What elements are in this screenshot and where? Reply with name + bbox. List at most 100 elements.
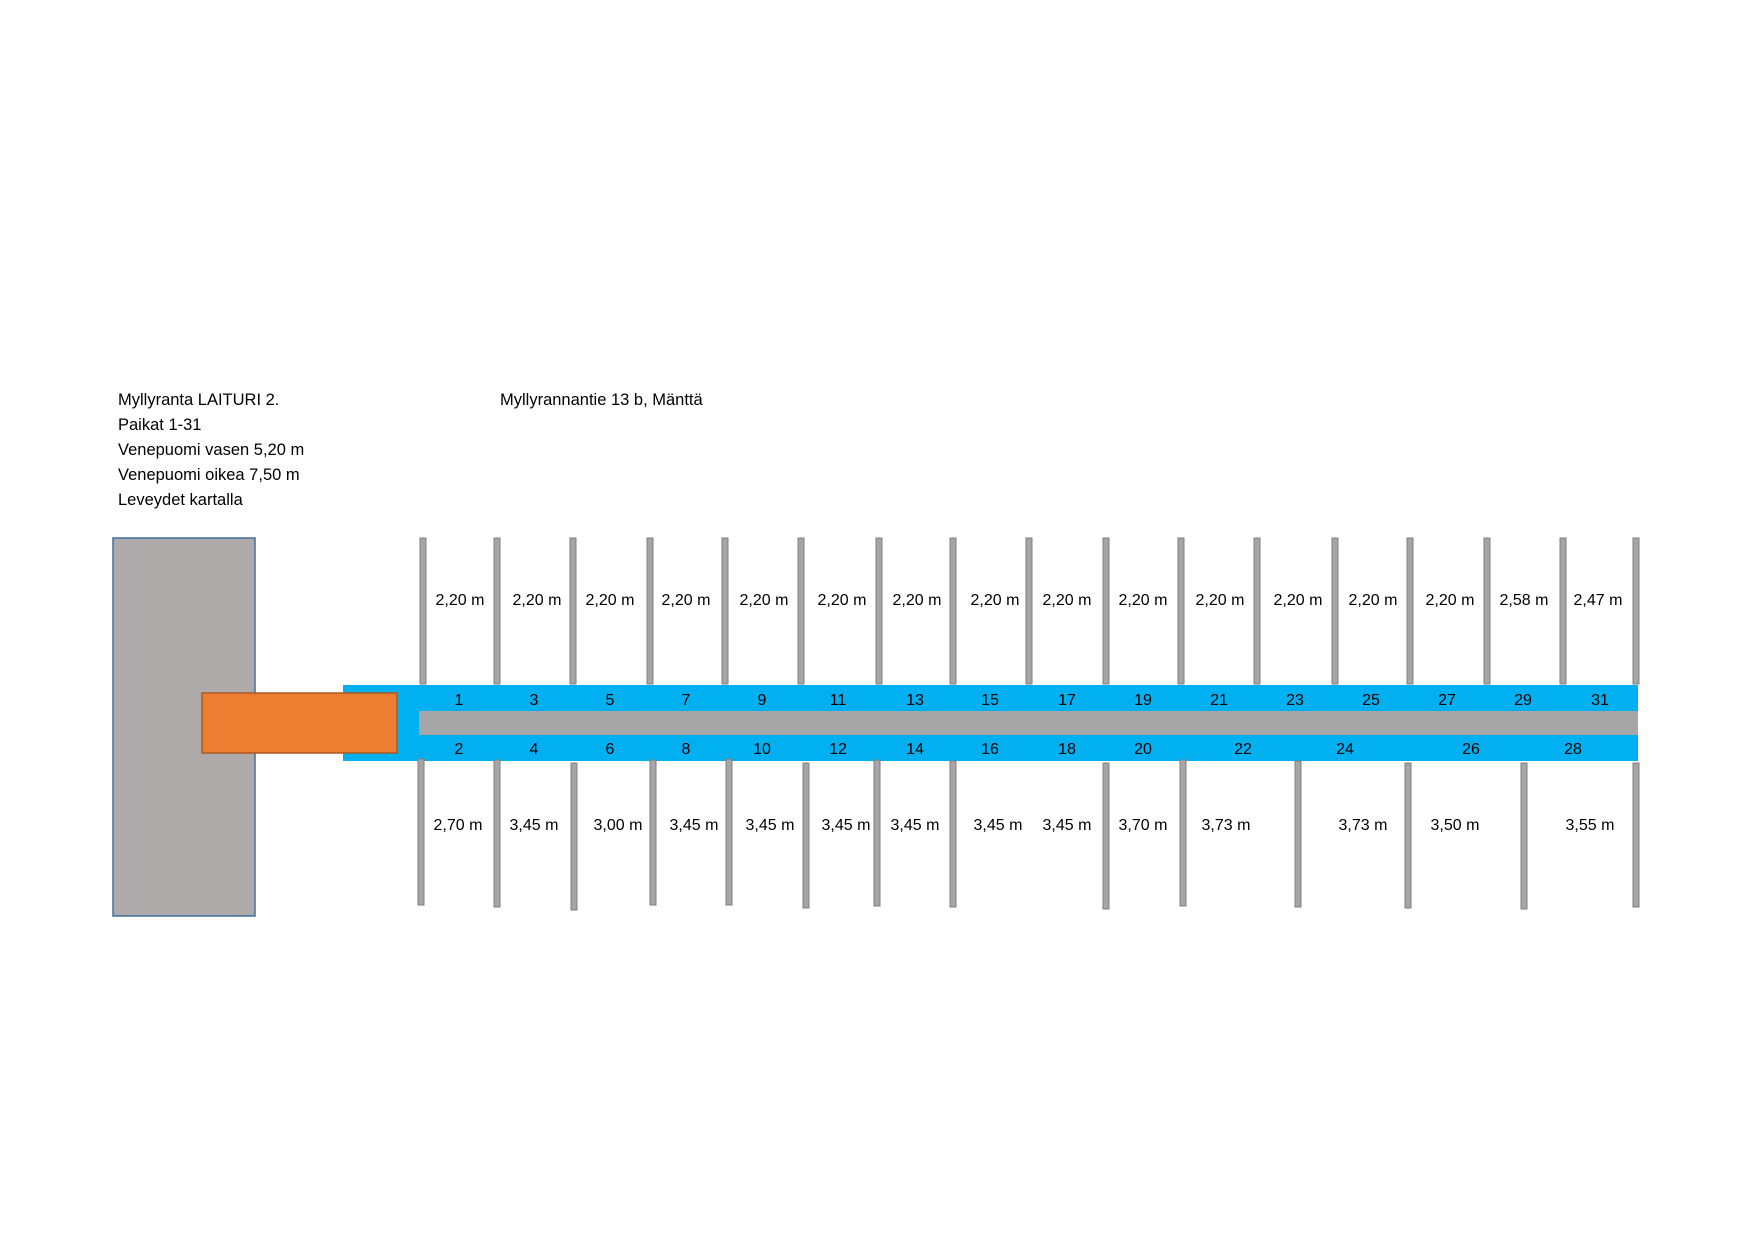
top-boom — [419, 537, 427, 685]
top-boom — [493, 537, 501, 685]
bottom-slot-width: 3,55 m — [1566, 817, 1615, 834]
top-boom — [1177, 537, 1185, 685]
bottom-slot-number: 10 — [753, 741, 771, 758]
top-boom — [797, 537, 805, 685]
address-label: Myllyrannantie 13 b, Mänttä — [500, 391, 703, 409]
bottom-boom — [1179, 759, 1187, 907]
top-slot-width: 2,20 m — [513, 592, 562, 609]
bottom-slot-width: 3,00 m — [594, 817, 643, 834]
bottom-slot-width: 3,73 m — [1202, 817, 1251, 834]
top-slot-width: 2,20 m — [893, 592, 942, 609]
bottom-booms — [417, 758, 1640, 911]
bottom-slot-width: 3,45 m — [746, 817, 795, 834]
title-line-places: Paikat 1-31 — [118, 416, 202, 434]
bottom-boom — [1404, 762, 1412, 909]
bottom-boom — [1294, 760, 1302, 908]
bottom-slot-width: 3,70 m — [1119, 817, 1168, 834]
top-slot-number: 31 — [1591, 692, 1609, 709]
top-slot-number: 21 — [1210, 692, 1228, 709]
bottom-slot-number: 26 — [1462, 741, 1480, 758]
bottom-slot-widths: 2,70 m 3,45 m 3,00 m 3,45 m 3,45 m 3,45 m 3,45… — [434, 817, 1615, 834]
bottom-slot-number: 28 — [1564, 741, 1582, 758]
top-slot-number: 23 — [1286, 692, 1304, 709]
title-line-boom-right: Venepuomi oikea 7,50 m — [118, 466, 300, 484]
top-slot-number: 25 — [1362, 692, 1380, 709]
top-slot-width: 2,20 m — [1426, 592, 1475, 609]
title-block: Myllyranta LAITURI 2. Paikat 1-31 Venepu… — [118, 388, 304, 513]
bottom-slot-width: 3,45 m — [822, 817, 871, 834]
top-slot-number: 1 — [455, 692, 464, 709]
bottom-slot-width: 3,73 m — [1339, 817, 1388, 834]
top-slot-number: 29 — [1514, 692, 1532, 709]
top-slot-widths: 2,20 m 2,20 m 2,20 m 2,20 m 2,20 m 2,20 m 2,20… — [436, 592, 1623, 609]
top-slot-number: 5 — [606, 692, 615, 709]
top-slot-width: 2,20 m — [971, 592, 1020, 609]
bottom-boom — [1632, 762, 1640, 908]
bottom-boom — [649, 759, 657, 906]
bottom-boom — [873, 759, 881, 907]
bottom-slot-number: 6 — [606, 741, 615, 758]
top-boom — [1559, 537, 1567, 685]
top-boom — [1483, 537, 1491, 685]
top-slot-number: 9 — [758, 692, 767, 709]
bottom-slot-width: 3,45 m — [1043, 817, 1092, 834]
top-boom — [1102, 537, 1110, 685]
top-slot-width: 2,47 m — [1574, 592, 1623, 609]
top-slot-number: 15 — [981, 692, 999, 709]
top-slot-width: 2,58 m — [1500, 592, 1549, 609]
top-slot-width: 2,20 m — [1349, 592, 1398, 609]
bottom-slot-number: 12 — [829, 741, 847, 758]
top-boom — [1025, 537, 1033, 685]
top-slot-width: 2,20 m — [740, 592, 789, 609]
bottom-slot-number: 16 — [981, 741, 999, 758]
bottom-slot-width: 3,45 m — [974, 817, 1023, 834]
bottom-slot-number: 18 — [1058, 741, 1076, 758]
top-boom — [1406, 537, 1414, 685]
top-slot-width: 2,20 m — [586, 592, 635, 609]
bottom-boom — [802, 762, 810, 909]
top-slot-width: 2,20 m — [436, 592, 485, 609]
bottom-boom — [949, 760, 957, 908]
top-slot-number: 17 — [1058, 692, 1076, 709]
bottom-slot-number: 2 — [455, 741, 464, 758]
top-slot-number: 13 — [906, 692, 924, 709]
bottom-boom — [570, 762, 578, 911]
top-slot-width: 2,20 m — [1119, 592, 1168, 609]
pier-walkway — [419, 711, 1638, 735]
top-boom — [1632, 537, 1640, 685]
title-line-name: Myllyranta LAITURI 2. — [118, 391, 280, 409]
top-boom — [949, 537, 957, 685]
top-slot-number: 19 — [1134, 692, 1152, 709]
top-slot-width: 2,20 m — [1043, 592, 1092, 609]
bottom-boom — [725, 758, 733, 906]
top-boom — [646, 537, 654, 685]
bottom-slot-width: 3,45 m — [891, 817, 940, 834]
top-slot-number: 11 — [830, 692, 847, 709]
bottom-slot-number: 4 — [530, 741, 539, 758]
bottom-slot-number: 8 — [682, 741, 691, 758]
top-slot-number: 7 — [682, 692, 691, 709]
bottom-slot-width: 2,70 m — [434, 817, 483, 834]
top-boom — [569, 537, 577, 685]
top-boom — [875, 537, 883, 685]
top-slot-width: 2,20 m — [1196, 592, 1245, 609]
title-line-widths-note: Leveydet kartalla — [118, 491, 243, 509]
bottom-slot-width: 3,45 m — [510, 817, 559, 834]
top-slot-width: 2,20 m — [662, 592, 711, 609]
bottom-slot-number: 14 — [906, 741, 924, 758]
top-boom — [1331, 537, 1339, 685]
bottom-boom — [493, 759, 501, 908]
gangway-ramp — [201, 692, 398, 754]
bottom-slot-number: 22 — [1234, 741, 1252, 758]
bottom-boom — [417, 758, 425, 906]
top-slot-width: 2,20 m — [818, 592, 867, 609]
top-boom — [1253, 537, 1261, 685]
bottom-slot-width: 3,45 m — [670, 817, 719, 834]
top-slot-number: 27 — [1438, 692, 1456, 709]
bottom-boom — [1102, 762, 1110, 910]
top-slot-width: 2,20 m — [1274, 592, 1323, 609]
title-line-boom-left: Venepuomi vasen 5,20 m — [118, 441, 305, 459]
